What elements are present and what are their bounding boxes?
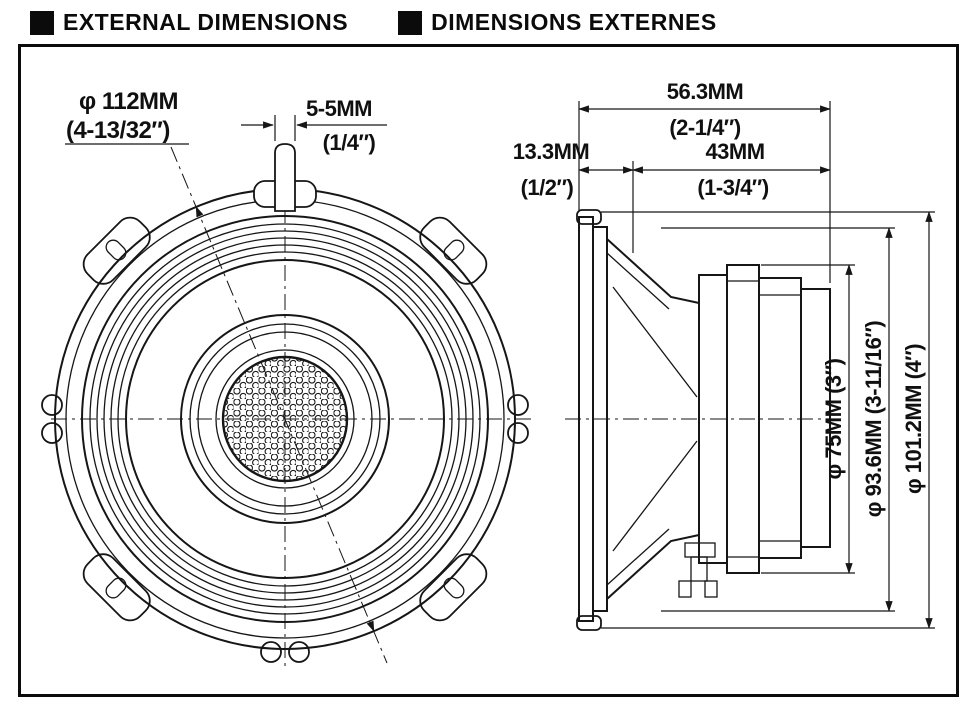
page-title-en: EXTERNAL DIMENSIONS: [63, 9, 349, 35]
terminal-lugs: [678, 542, 718, 598]
body-depth-mm-label: 43MM: [705, 139, 764, 164]
flange-bumps: [260, 641, 310, 663]
title-bullet-icon: [30, 10, 54, 35]
page-title-fr: DIMENSIONS EXTERNES: [431, 9, 717, 35]
speaker-rings: [54, 188, 516, 650]
tab-width-in-label: (1/4″): [323, 130, 376, 155]
body-depth-in-label: (1-3/4″): [697, 175, 769, 200]
mounting-ear: [419, 553, 488, 622]
tweeter-grille: [221, 355, 349, 483]
flange-bumps: [41, 394, 63, 444]
side-magnet-assembly: [698, 264, 831, 574]
mounting-ear: [82, 553, 151, 622]
flange-depth-in-label: (1/2″): [521, 175, 574, 200]
depth-dimensions: 56.3MM (2-1/4″) 13.3MM (1/2″) 43MM (1-3/…: [513, 79, 831, 283]
flange-bumps: [507, 394, 529, 444]
magnet-diameter-label: φ 75MM (3″): [821, 358, 846, 479]
tab-width-dimension: 5-5MM (1/4″): [241, 96, 387, 155]
side-flange: [576, 209, 608, 631]
basket-diameter-label: φ 93.6MM (3-11/16″): [861, 321, 886, 518]
total-depth-mm-label: 56.3MM: [667, 79, 743, 104]
front-diameter-in-label: (4-13/32″): [66, 117, 170, 144]
total-depth-in-label: (2-1/4″): [669, 115, 741, 140]
speaker-side-view: 56.3MM (2-1/4″) 13.3MM (1/2″) 43MM (1-3/…: [513, 79, 935, 631]
flange-depth-mm-label: 13.3MM: [513, 139, 589, 164]
mounting-ear: [419, 216, 488, 285]
diameter-dimensions: φ 75MM (3″) φ 93.6MM (3-11/16″) φ 101.2M…: [601, 211, 935, 629]
front-diameter-mm-label: φ 112MM: [79, 88, 178, 115]
overall-diameter-label: φ 101.2MM (4″): [901, 344, 926, 494]
speaker-front-view: φ 112MM (4-13/32″) 5-5MM (1/4″): [41, 88, 536, 669]
mounting-ear: [82, 216, 151, 285]
page-header: EXTERNAL DIMENSIONS DIMENSIONS EXTERNES: [0, 0, 977, 44]
top-mounting-tab: [253, 143, 317, 212]
speaker-dimension-diagram: φ 112MM (4-13/32″) 5-5MM (1/4″): [41, 79, 935, 669]
front-diameter-dimension: φ 112MM (4-13/32″): [65, 88, 375, 632]
title-english: EXTERNAL DIMENSIONS: [30, 9, 348, 36]
title-french: DIMENSIONS EXTERNES: [398, 9, 717, 36]
tab-width-mm-label: 5-5MM: [306, 96, 372, 121]
title-bullet-icon: [398, 10, 423, 35]
dimension-diagram-frame: φ 112MM (4-13/32″) 5-5MM (1/4″): [18, 44, 959, 697]
